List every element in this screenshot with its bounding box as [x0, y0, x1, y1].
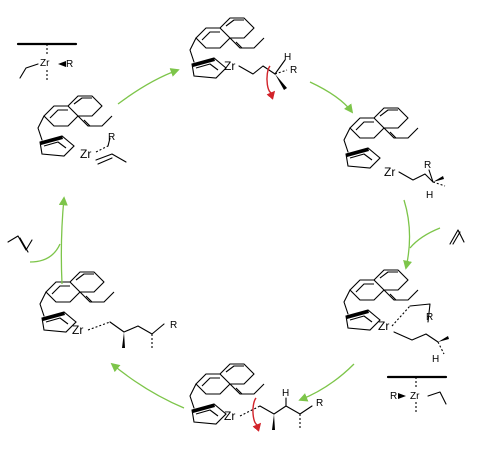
hydrogen-label: H — [432, 354, 439, 365]
metal-label: Zr — [410, 391, 420, 402]
propene-right — [449, 229, 465, 245]
inset-top-left: Zr R — [16, 42, 78, 80]
hydrogen-label: H — [426, 190, 433, 201]
cycle-arrows — [29, 68, 441, 409]
hydrogen-label: H — [284, 52, 291, 63]
metal-label: Zr — [80, 147, 91, 161]
complex-left-upper: Zr R — [37, 95, 127, 165]
metal-label: Zr — [384, 165, 395, 179]
propene-left — [7, 235, 33, 253]
metal-label: Zr — [378, 319, 389, 333]
rotation-arrow — [266, 65, 276, 100]
complex-right-lower: Zr R H — [343, 269, 449, 365]
complex-top: Zr H R — [189, 17, 297, 100]
propene-addition-curve-left — [29, 243, 61, 263]
substituent-label: R — [170, 320, 177, 331]
arrow-top-to-right-upper — [309, 81, 354, 114]
metal-label: Zr — [72, 323, 83, 337]
arrow-left-upper-to-top — [117, 68, 180, 105]
rotation-arrow — [252, 397, 262, 432]
substituent-label: R — [390, 391, 397, 402]
metal-label: Zr — [40, 58, 50, 69]
metal-label: Zr — [224, 59, 235, 73]
substituent-label: R — [290, 65, 297, 76]
substituent-label: R — [316, 398, 323, 409]
complex-bottom: Zr H R — [189, 363, 323, 432]
complex-right-upper: Zr R H — [343, 107, 446, 201]
substituent-label: R — [424, 160, 431, 171]
metal-label: Zr — [224, 409, 235, 423]
complex-left-lower: Zr R — [39, 271, 177, 348]
arrow-right-lower-to-bottom — [298, 363, 355, 402]
arrow-bottom-to-left-lower — [110, 362, 185, 409]
arrow-right-upper-to-right-lower — [403, 199, 413, 270]
substituent-label: R — [426, 312, 433, 323]
inset-bottom-right: Zr R — [386, 375, 448, 412]
propene-addition-curve — [409, 227, 441, 249]
substituent-label: R — [108, 132, 115, 143]
arrow-left-lower-to-left-upper — [58, 196, 68, 285]
substituent-label: R — [66, 59, 73, 70]
hydrogen-label: H — [282, 388, 289, 399]
